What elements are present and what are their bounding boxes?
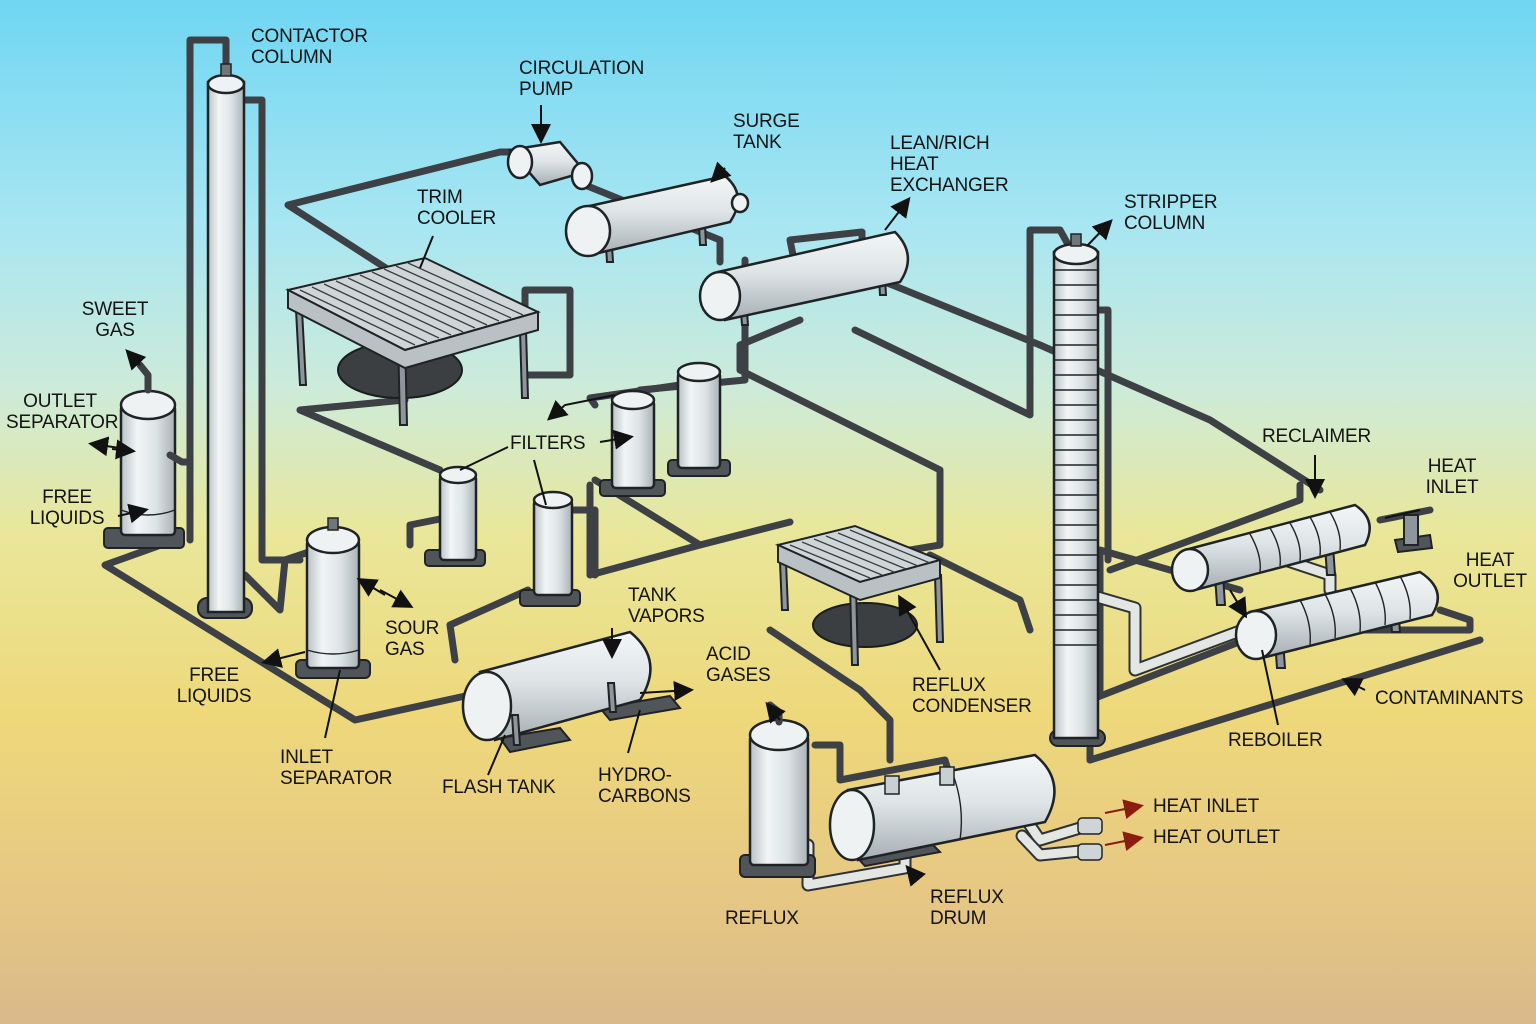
label-sweet-gas: SWEET GAS (78, 299, 152, 341)
label-line: STRIPPER (1124, 192, 1218, 213)
reboiler[interactable] (1234, 570, 1440, 669)
label-line: LIQUIDS (176, 686, 252, 707)
contactor-column[interactable] (197, 63, 253, 619)
label-line: CONTACTOR (251, 26, 368, 47)
label-line: COLUMN (251, 47, 333, 68)
label-reboiler: REBOILER (1228, 730, 1323, 751)
label-inlet-separator: INLET SEPARATOR (280, 747, 392, 789)
label-line: ACID (706, 644, 751, 665)
label-line: INLET (280, 747, 333, 768)
filter-3[interactable] (599, 389, 666, 497)
lean-rich-heat-exchanger[interactable] (698, 230, 909, 326)
label-line: GAS (95, 320, 135, 341)
label-reflux-drum: REFLUX DRUM (930, 887, 1004, 929)
reclaimer[interactable] (1170, 503, 1434, 606)
label-surge-tank: SURGE TANK (733, 111, 800, 153)
label-sour-gas: SOUR GAS (385, 618, 439, 660)
label-reflux-condenser: REFLUX CONDENSER (912, 675, 1032, 717)
reflux-drum[interactable] (828, 753, 1056, 868)
label-tank-vapors: TANK VAPORS (628, 585, 705, 627)
inlet-separator[interactable] (295, 517, 371, 679)
label-line: OUTLET (23, 391, 97, 412)
stripper-column[interactable] (1049, 233, 1106, 747)
label-trim-cooler: TRIM COOLER (417, 187, 496, 229)
label-reclaimer: RECLAIMER (1262, 426, 1371, 447)
label-line: CARBONS (598, 786, 691, 807)
label-line: CIRCULATION (519, 58, 645, 79)
label-line: REBOILER (1228, 730, 1323, 751)
label-free-liquids-outlet: FREE LIQUIDS (26, 487, 108, 529)
label-stripper-column: STRIPPER COLUMN (1124, 192, 1218, 234)
label-contaminants: CONTAMINANTS (1375, 688, 1523, 709)
label-heat-inlet-reclaimer: HEAT INLET (1424, 456, 1480, 498)
label-line: GAS (385, 639, 425, 660)
label-line: REFLUX (930, 887, 1004, 908)
label-line: SEPARATOR (280, 768, 393, 789)
label-line: GASES (706, 665, 771, 686)
label-acid-gases: ACID GASES (706, 644, 771, 686)
label-line: REFLUX (912, 675, 986, 696)
label-line: HEAT INLET (1153, 796, 1260, 817)
label-line: SOUR (385, 618, 440, 639)
reflux-condenser[interactable] (774, 524, 945, 666)
label-heat-inlet-reflux: HEAT INLET (1153, 796, 1259, 817)
label-line: FILTERS (510, 433, 586, 454)
label-line: EXCHANGER (890, 175, 1009, 196)
filter-1[interactable] (424, 465, 486, 567)
heat-fittings (1077, 817, 1103, 861)
label-line: SWEET (81, 299, 149, 320)
label-line: COOLER (417, 208, 497, 229)
circulation-pump[interactable] (506, 140, 594, 191)
flash-tank[interactable] (461, 630, 682, 754)
label-heat-outlet-reclaimer: HEAT OUTLET (1452, 550, 1528, 592)
label-line: INLET (1425, 477, 1479, 498)
trim-cooler[interactable] (285, 256, 541, 426)
label-line: CONTAMINANTS (1375, 688, 1524, 709)
label-leaders (88, 105, 1421, 887)
filter-4[interactable] (667, 361, 731, 477)
label-line: VAPORS (628, 606, 705, 627)
label-line: SURGE (733, 111, 800, 132)
label-line: CONDENSER (912, 696, 1032, 717)
label-line: FLASH TANK (442, 777, 556, 798)
label-filters: FILTERS (510, 433, 586, 454)
label-line: HEAT (1427, 456, 1477, 477)
label-line: SEPARATOR (6, 412, 119, 433)
label-free-liquids-inlet: FREE LIQUIDS (172, 665, 256, 707)
label-line: RECLAIMER (1262, 426, 1372, 447)
label-line: COLUMN (1124, 213, 1206, 234)
label-line: TANK (628, 585, 677, 606)
outlet-separator[interactable] (103, 349, 194, 549)
label-line: HEAT OUTLET (1153, 827, 1280, 848)
label-hydrocarbons: HYDRO- CARBONS (598, 765, 691, 807)
label-line: FREE (189, 665, 239, 686)
label-line: REFLUX (725, 908, 799, 929)
label-circulation-pump: CIRCULATION PUMP (519, 58, 644, 100)
label-outlet-separator: OUTLET SEPARATOR (6, 391, 119, 433)
label-line: OUTLET (1453, 571, 1527, 592)
label-line: LIQUIDS (29, 508, 105, 529)
label-line: PUMP (519, 79, 574, 100)
label-line: FREE (42, 487, 92, 508)
label-contactor-column: CONTACTOR COLUMN (251, 26, 368, 68)
label-reflux: REFLUX (725, 908, 799, 929)
label-flash-tank: FLASH TANK (442, 777, 556, 798)
label-lean-rich-heat-exchanger: LEAN/RICH HEAT EXCHANGER (890, 133, 1009, 196)
label-line: LEAN/RICH (890, 133, 990, 154)
reflux-vessel[interactable] (739, 701, 816, 878)
label-line: DRUM (930, 908, 987, 929)
label-line: HEAT (890, 154, 939, 175)
label-line: HEAT (1465, 550, 1515, 571)
label-line: TANK (733, 132, 782, 153)
label-line: HYDRO- (598, 765, 672, 786)
label-line: TRIM (417, 187, 463, 208)
label-heat-outlet-reflux: HEAT OUTLET (1153, 827, 1280, 848)
